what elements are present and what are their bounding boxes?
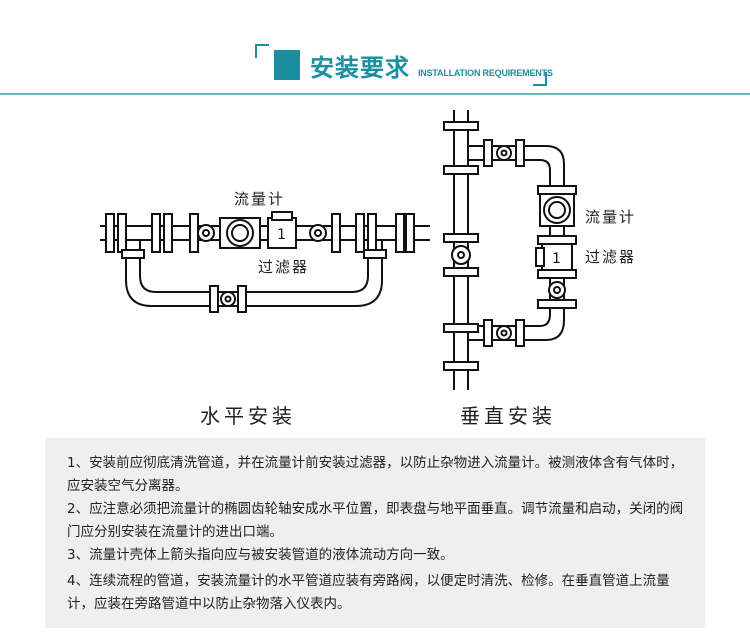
- vertical-flowmeter-label: 流量计: [585, 208, 637, 226]
- vertical-filter-label: 过滤器: [585, 248, 637, 266]
- horizontal-installation-diagram: 1: [100, 211, 430, 313]
- horizontal-caption: 水平安装: [200, 404, 296, 428]
- corner-bracket-top-left: [255, 44, 269, 58]
- vertical-caption: 垂直安装: [460, 404, 556, 428]
- horizontal-filter-label: 过滤器: [258, 258, 310, 276]
- svg-text:1: 1: [552, 251, 561, 267]
- section-header: 安装要求 INSTALLATION REQUIREMENTS: [0, 0, 750, 100]
- title-marker: [274, 50, 300, 80]
- section-title: 安装要求: [310, 54, 410, 82]
- vertical-installation-diagram: 1: [443, 110, 577, 390]
- note-item: 1、安装前应彻底清洗管道，并在流量计前安装过滤器，以防止杂物进入流量计。被测液体…: [67, 455, 684, 494]
- svg-text:1: 1: [277, 227, 286, 243]
- requirements-notes: 1、安装前应彻底清洗管道，并在流量计前安装过滤器，以防止杂物进入流量计。被测液体…: [45, 438, 705, 628]
- header-divider: [0, 93, 750, 95]
- note-item: 4、连续流程的管道，安装流量计的水平管道应装有旁路阀，以便定时清洗、检修。在垂直…: [67, 573, 670, 612]
- note-item: 2、应注意必须把流量计的椭圆齿轮轴安成水平位置，即表盘与地平面垂直。调节流量和启…: [67, 501, 684, 540]
- section-subtitle: INSTALLATION REQUIREMENTS: [418, 68, 553, 78]
- horizontal-flowmeter-label: 流量计: [234, 190, 286, 208]
- corner-bracket-bottom-right: [533, 72, 547, 86]
- note-item: 3、流量计壳体上箭头指向应与被安装管道的液体流动方向一致。: [67, 547, 454, 563]
- installation-diagrams: 1: [0, 100, 750, 430]
